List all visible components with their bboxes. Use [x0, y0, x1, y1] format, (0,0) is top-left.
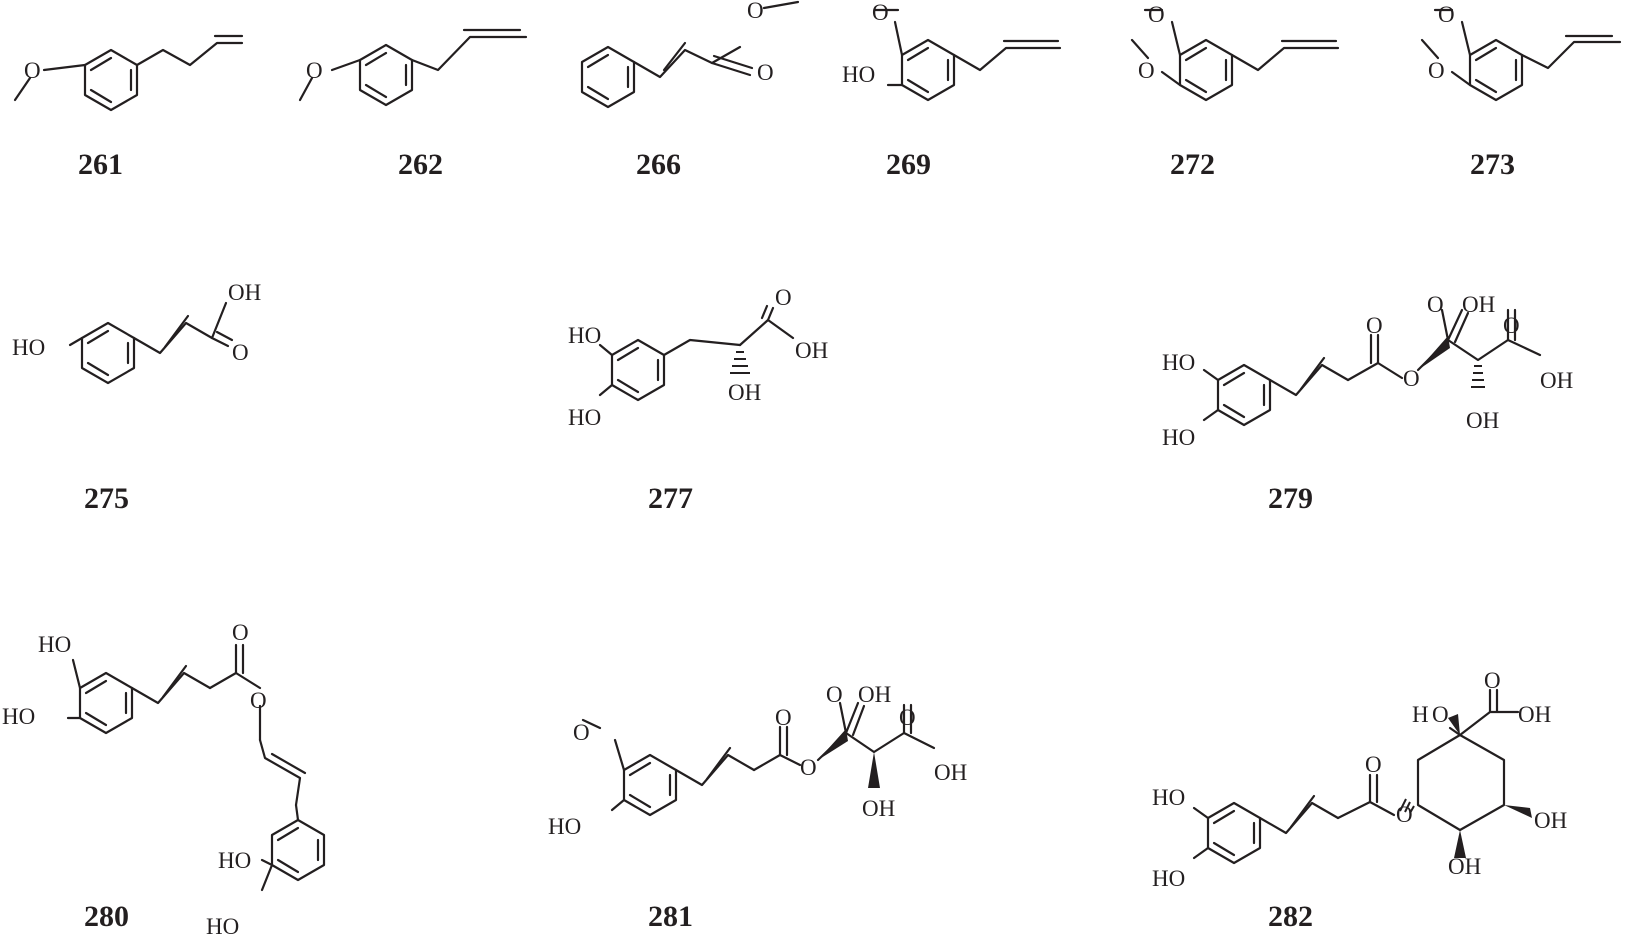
oxygen-label: O: [1484, 668, 1501, 693]
compound-number: 277: [648, 482, 693, 515]
ester-oxygen-label: O: [1396, 802, 1413, 827]
compound-number: 280: [84, 900, 129, 933]
hydroxyl-label: OH: [1466, 408, 1499, 433]
oxygen-label: O: [872, 0, 889, 25]
compound-266: O O 266: [580, 0, 800, 181]
compound-280: HO HO O O HO HO 280: [2, 620, 326, 939]
compound-number: 273: [1470, 148, 1515, 181]
hydroxyl-label: OH: [1448, 854, 1481, 879]
oxygen-label: O: [899, 705, 916, 730]
ester-oxygen-label: O: [800, 755, 817, 780]
compound-273: O O 273: [1420, 2, 1622, 181]
hydroxyl-label: HO: [206, 914, 239, 939]
compound-number: 269: [886, 148, 931, 181]
hydroxyl-label: OH: [858, 682, 891, 707]
compound-277: HO HO O OH OH 277: [568, 285, 828, 515]
oxygen-label: O: [573, 720, 590, 745]
hydroxyl-label: HO: [12, 335, 45, 360]
ester-oxygen-label: O: [250, 688, 267, 713]
compound-261: O 261: [13, 34, 244, 181]
oxygen-label: O: [1148, 2, 1165, 27]
hydroxyl-label: OH: [728, 380, 761, 405]
oxygen-label: O: [775, 705, 792, 730]
hydroxyl-label: HO: [218, 848, 251, 873]
compound-282: HO HO O O H O O OH OH OH 282: [1152, 668, 1567, 933]
hydroxyl-label: HO: [568, 323, 601, 348]
hydroxyl-label: HO: [1152, 785, 1185, 810]
hydroxyl-label: HO: [842, 62, 875, 87]
compound-number: 266: [636, 148, 681, 181]
oxygen-label: O: [24, 58, 41, 83]
compound-number: 262: [398, 148, 443, 181]
oxygen-label: O: [1138, 58, 1155, 83]
compound-262: O 262: [298, 28, 528, 181]
compound-281: O HO O O O OH O OH OH 281: [548, 682, 967, 933]
compound-number: 261: [78, 148, 123, 181]
compound-number: 281: [648, 900, 693, 933]
hydroxyl-oxygen-label: O: [1432, 702, 1449, 727]
hydroxyl-label: HO: [2, 704, 35, 729]
hydroxyl-label: HO: [1162, 425, 1195, 450]
oxygen-label: O: [306, 58, 323, 83]
oxygen-label: O: [1503, 313, 1520, 338]
hydrogen-label: H: [1412, 702, 1429, 727]
hydroxyl-label: OH: [1518, 702, 1551, 727]
hydroxyl-label: HO: [1152, 866, 1185, 891]
hydroxyl-label: OH: [228, 280, 261, 305]
oxygen-label: O: [826, 682, 843, 707]
hydroxyl-label: OH: [1540, 368, 1573, 393]
compound-279: HO HO O O O OH O OH OH 279: [1162, 292, 1573, 515]
compound-number: 275: [84, 482, 129, 515]
oxygen-label: O: [1438, 2, 1455, 27]
oxygen-label: O: [1365, 752, 1382, 777]
hydroxyl-label: HO: [1162, 350, 1195, 375]
oxygen-label: O: [232, 620, 249, 645]
hydroxyl-label: HO: [548, 814, 581, 839]
compound-number: 272: [1170, 148, 1215, 181]
hydroxyl-label: OH: [1462, 292, 1495, 317]
compound-number: 282: [1268, 900, 1313, 933]
oxygen-label: O: [775, 285, 792, 310]
compound-275: HO OH O 275: [12, 280, 261, 515]
hydroxyl-label: OH: [862, 796, 895, 821]
hydroxyl-label: OH: [1534, 808, 1567, 833]
compound-number: 279: [1268, 482, 1313, 515]
oxygen-label: O: [1366, 313, 1383, 338]
hydroxyl-label: HO: [568, 405, 601, 430]
ester-oxygen-label: O: [1403, 366, 1420, 391]
oxygen-label: O: [1427, 292, 1444, 317]
oxygen-label: O: [1428, 58, 1445, 83]
oxygen-label: O: [757, 60, 774, 85]
compound-269: O HO 269: [842, 0, 1062, 181]
hydroxyl-label: HO: [38, 632, 71, 657]
hydroxyl-label: OH: [795, 338, 828, 363]
oxygen-label: O: [747, 0, 764, 23]
hydroxyl-label: OH: [934, 760, 967, 785]
compound-272: O O 272: [1130, 2, 1340, 181]
oxygen-label: O: [232, 340, 249, 365]
